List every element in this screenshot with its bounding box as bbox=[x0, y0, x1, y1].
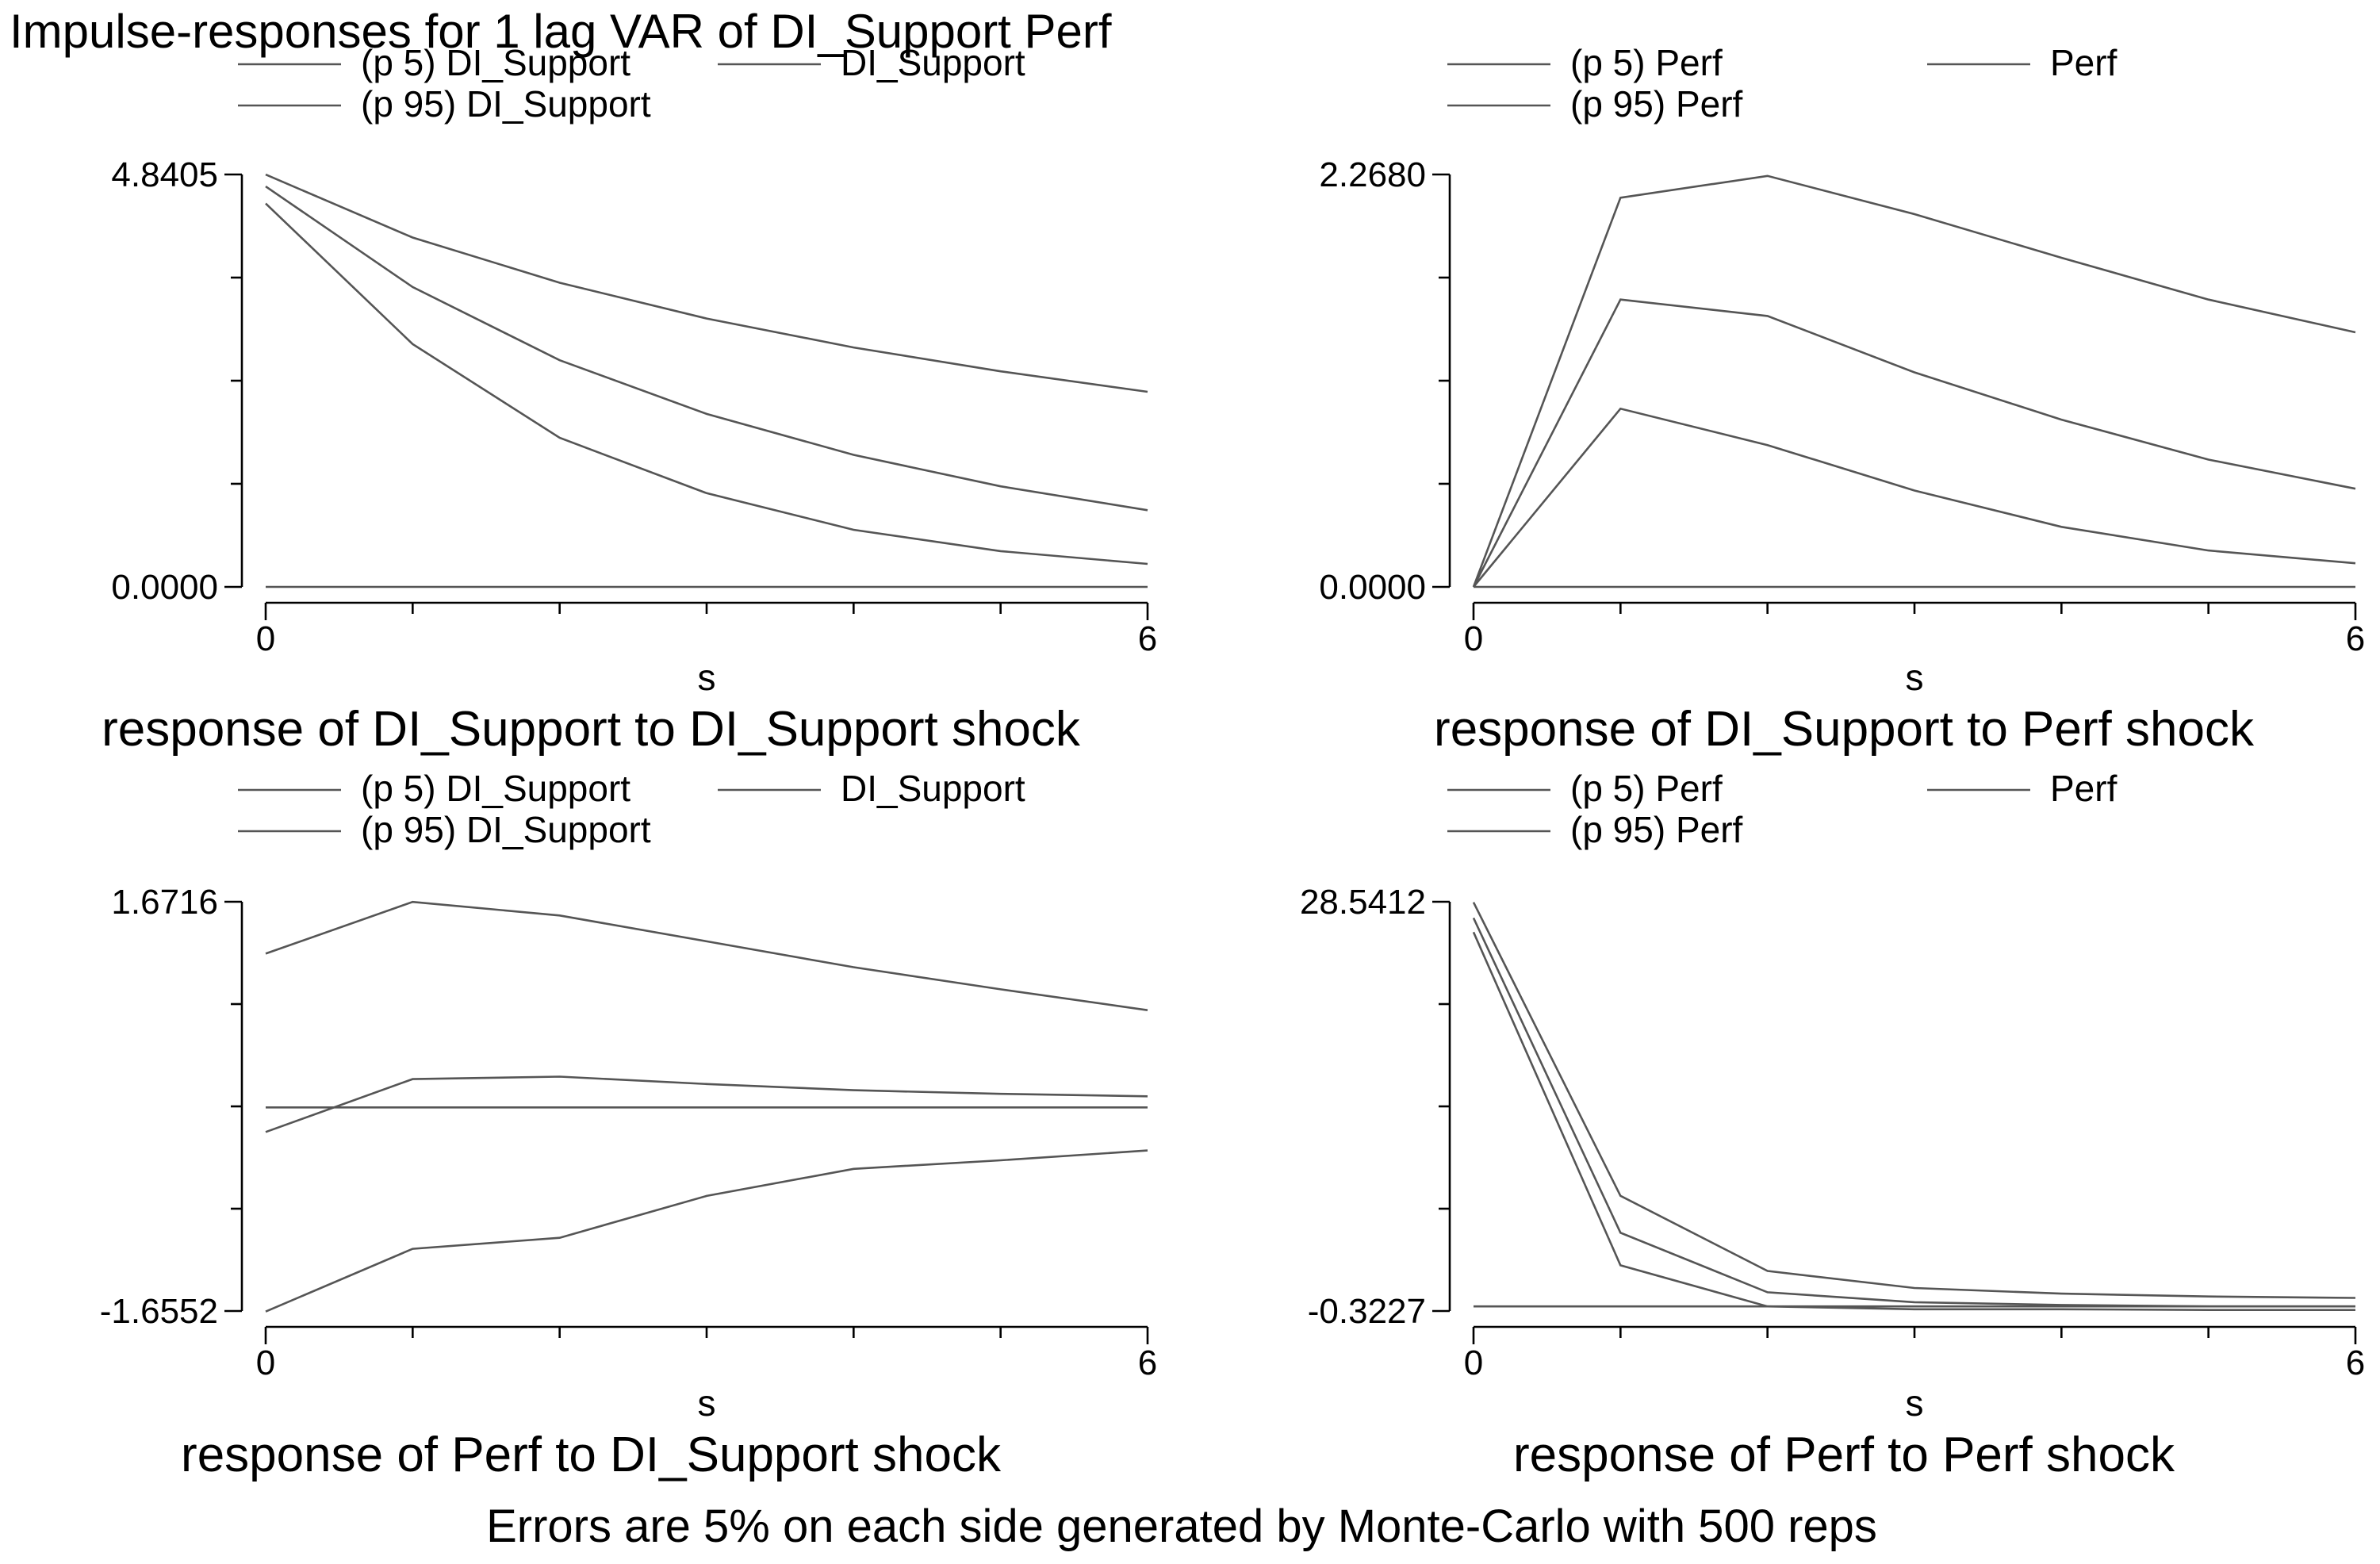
x-tick-label: 0 bbox=[256, 1344, 275, 1382]
panel-title: response of DI_Support to DI_Support sho… bbox=[102, 702, 1081, 757]
y-tick-label: 1.6716 bbox=[111, 883, 218, 922]
x-tick-label: 0 bbox=[256, 619, 275, 658]
panel-title: response of Perf to Perf shock bbox=[1513, 1428, 2175, 1482]
x-tick-label: 6 bbox=[2346, 1344, 2365, 1382]
legend-label: Perf bbox=[2050, 42, 2117, 83]
y-tick-label: 4.8405 bbox=[111, 155, 218, 194]
legend-label: (p 5) Perf bbox=[1570, 42, 1723, 83]
y-tick-label: -0.3227 bbox=[1308, 1292, 1426, 1331]
figure-title: Impulse-responses for 1 lag VAR of DI_Su… bbox=[10, 5, 1112, 58]
y-tick-label: 2.2680 bbox=[1319, 155, 1426, 194]
x-tick-label: 0 bbox=[1464, 619, 1483, 658]
series-line-1 bbox=[265, 202, 1148, 565]
x-axis-label: s bbox=[698, 1382, 716, 1424]
x-axis-label: s bbox=[1906, 1382, 1924, 1424]
legend-label: (p 5) Perf bbox=[1570, 768, 1723, 809]
legend-label: (p 95) Perf bbox=[1570, 809, 1743, 850]
series-line-2 bbox=[265, 186, 1148, 512]
x-tick-label: 6 bbox=[2346, 619, 2365, 658]
x-axis-label: s bbox=[698, 657, 716, 698]
series-line-2 bbox=[1472, 917, 2355, 1308]
legend-label: DI_Support bbox=[841, 42, 1025, 83]
y-tick-label: 0.0000 bbox=[111, 568, 218, 607]
legend-label: (p 5) DI_Support bbox=[361, 42, 630, 83]
series-line-3 bbox=[1472, 174, 2356, 588]
chart-panel-2: (p 5) Perf Perf (p 95) Perf 2.2680 0.0000 0 6 s… bbox=[1319, 42, 2365, 757]
legend-label: (p 95) DI_Support bbox=[361, 809, 651, 850]
panel-title: response of Perf to DI_Support shock bbox=[181, 1428, 1002, 1482]
series-line-2 bbox=[1472, 298, 2356, 588]
y-tick-label: 0.0000 bbox=[1319, 568, 1426, 607]
legend-label: DI_Support bbox=[841, 768, 1025, 809]
series-line-1 bbox=[1472, 931, 2355, 1311]
series-line-3 bbox=[1472, 902, 2356, 1299]
x-axis-label: s bbox=[1906, 657, 1924, 698]
chart-panel-3: (p 5) DI_Support DI_Support (p 95) DI_Supp… bbox=[100, 768, 1157, 1482]
x-tick-label: 0 bbox=[1464, 1344, 1483, 1382]
chart-panel-4: (p 5) Perf Perf (p 95) Perf 28.5412 -0.3227 0… bbox=[1300, 768, 2365, 1482]
legend-label: (p 95) DI_Support bbox=[361, 83, 651, 125]
series-line-2 bbox=[265, 1075, 1148, 1133]
legend-label: (p 5) DI_Support bbox=[361, 768, 630, 809]
series-line-1 bbox=[1472, 407, 2356, 588]
chart-panel-1: (p 5) DI_Support DI_Support (p 95) DI_Supp… bbox=[102, 42, 1157, 757]
figure-caption: Errors are 5% on each side generated by … bbox=[486, 1501, 1877, 1552]
series-line-3 bbox=[265, 900, 1148, 1011]
legend-label: Perf bbox=[2050, 768, 2117, 809]
panel-title: response of DI_Support to Perf shock bbox=[1434, 702, 2255, 757]
y-tick-label: -1.6552 bbox=[100, 1292, 218, 1331]
series-line-1 bbox=[265, 1149, 1148, 1313]
series-line-3 bbox=[265, 173, 1148, 393]
y-tick-label: 28.5412 bbox=[1300, 883, 1426, 922]
x-tick-label: 6 bbox=[1138, 619, 1157, 658]
legend-label: (p 95) Perf bbox=[1570, 83, 1743, 125]
x-tick-label: 6 bbox=[1138, 1344, 1157, 1382]
